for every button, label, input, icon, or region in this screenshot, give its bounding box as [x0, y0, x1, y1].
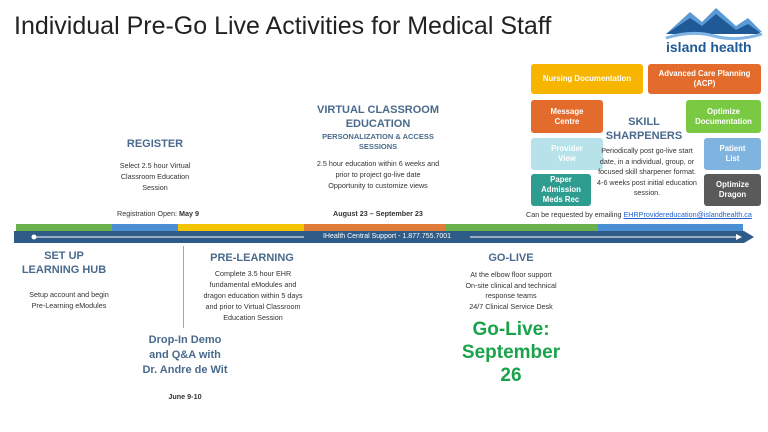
tile-paper-admission-meds-rec[interactable]: Paper Admission Meds Rec — [531, 174, 591, 206]
tile-optimize-documentation[interactable]: Optimize Documentation — [686, 100, 761, 133]
setup-heading: SET UP LEARNING HUB — [16, 249, 112, 277]
setup-heading-line: SET UP — [44, 250, 84, 262]
registration-open: Registration Open: May 9 — [88, 208, 228, 219]
timeline-segment-setup — [16, 224, 112, 232]
logo-text: island health — [666, 39, 752, 55]
setup-heading-line: LEARNING HUB — [21, 264, 107, 276]
virtual-line: prior to project go-live date — [335, 170, 421, 179]
tile-optimize-dragon[interactable]: Optimize Dragon — [704, 174, 761, 206]
central-support-label: IHealth Central Support - 1.877.755.7001 — [304, 232, 470, 242]
golive-line: 24/7 Clinical Service Desk — [469, 301, 553, 311]
tile-text: View — [558, 154, 576, 163]
virtual-classroom-heading: VIRTUAL CLASSROOM EDUCATION — [300, 103, 456, 131]
tile-text: Paper — [550, 175, 572, 184]
skill-sharpeners-heading: SKILL SHARPENERS — [604, 115, 684, 143]
golive-date-line: Go-Live: — [472, 319, 550, 340]
dropin-dates: June 9-10 — [168, 392, 202, 401]
prelearning-description: Complete 3.5 hour EHR fundamental eModul… — [186, 268, 320, 323]
tile-text: Optimize — [716, 180, 749, 189]
skill-request: Can be requested by emailing EHRProvider… — [526, 209, 766, 220]
skill-request-label: Can be requested by emailing — [526, 210, 622, 219]
register-line: Session — [142, 183, 168, 192]
setup-description: Setup account and begin Pre-Learning eMo… — [14, 289, 124, 311]
setup-line: Setup account and begin — [29, 290, 109, 299]
tile-text: Admission — [541, 185, 581, 194]
prelearning-divider — [183, 246, 184, 328]
skill-line: session. — [633, 188, 661, 197]
golive-line: response teams — [485, 291, 537, 300]
tile-text: Patient — [719, 144, 746, 153]
golive-date-line: 26 — [500, 365, 522, 386]
skill-request-email-link[interactable]: EHRProvidereducation@islandhealth.ca — [623, 210, 752, 219]
skill-line: 4-6 weeks post initial education — [597, 177, 697, 187]
prelearning-line: and prior to Virtual Classroom — [205, 302, 301, 311]
dropin-heading-line: Dr. Andre de Wit — [142, 364, 228, 376]
register-line: Classroom Education — [120, 172, 190, 181]
virtual-heading-line: VIRTUAL CLASSROOM — [316, 104, 440, 116]
tile-text: Provider — [551, 144, 583, 153]
register-heading: REGISTER — [126, 138, 184, 150]
virtual-line: Opportunity to customize views — [328, 181, 428, 190]
timeline-segment-prelearning — [178, 224, 304, 232]
tile-text: List — [725, 154, 740, 163]
dropin-heading-line: and Q&A with — [149, 349, 221, 361]
register-line: Select 2.5 hour Virtual — [119, 161, 191, 170]
setup-line: Pre-Learning eModules — [31, 301, 107, 310]
tile-advanced-care-planning[interactable]: Advanced Care Planning (ACP) — [648, 64, 761, 94]
tile-text: Dragon — [718, 190, 747, 199]
skill-line: Periodically post go-live start — [601, 146, 693, 155]
tile-provider-view[interactable]: Provider View — [531, 138, 603, 170]
skill-sharpeners-description: Periodically post go-live start date, in… — [592, 146, 702, 199]
virtual-sub-line: PERSONALIZATION & ACCESS — [322, 132, 434, 141]
timeline-segment-register — [112, 224, 178, 232]
tile-text: Meds Rec — [542, 195, 580, 204]
prelearning-line: fundamental eModules and — [209, 280, 297, 289]
tile-text: (ACP) — [693, 79, 716, 88]
tile-message-centre[interactable]: Message Centre — [531, 100, 603, 133]
dropin-heading-line: Drop-In Demo — [148, 334, 222, 346]
prelearning-line: Complete 3.5 hour EHR — [214, 269, 292, 278]
virtual-line: 2.5 hour education within 6 weeks and — [316, 159, 440, 168]
golive-date: Go-Live: September 26 — [446, 318, 576, 387]
virtual-sub-line: SESSIONS — [358, 142, 398, 151]
tile-nursing-documentation[interactable]: Nursing Documentation — [531, 64, 643, 94]
timeline-segment-golive — [446, 224, 598, 232]
registration-open-label: Registration Open: — [117, 209, 177, 218]
golive-heading: GO-LIVE — [488, 252, 534, 264]
golive-date-line: September — [461, 342, 561, 363]
timeline-segment-virtual — [304, 224, 446, 232]
mountain-logo-icon — [665, 8, 763, 41]
golive-description: At the elbow floor support On-site clini… — [446, 270, 576, 312]
dropin-heading: Drop-In Demo and Q&A with Dr. Andre de W… — [126, 333, 244, 378]
prelearning-line: Education Session — [223, 313, 283, 322]
skill-line: date, in a individual, group, or — [599, 156, 695, 166]
island-health-logo: island health — [662, 4, 766, 58]
golive-line: At the elbow floor support — [470, 270, 552, 279]
skill-heading-line: SKILL — [628, 116, 660, 128]
virtual-heading-line: EDUCATION — [345, 118, 411, 130]
virtual-subheading: PERSONALIZATION & ACCESS SESSIONS — [300, 132, 456, 152]
skill-line: focused skill sharpener format. — [598, 167, 696, 176]
tile-text: Centre — [554, 116, 580, 126]
register-description: Select 2.5 hour Virtual Classroom Educat… — [90, 160, 220, 193]
registration-open-date: May 9 — [178, 209, 199, 218]
virtual-dates: August 23 – September 23 — [333, 209, 423, 218]
golive-line: On-site clinical and technical — [465, 280, 557, 290]
virtual-description: 2.5 hour education within 6 weeks and pr… — [296, 158, 460, 191]
prelearning-line: dragon education within 5 days — [203, 291, 303, 300]
tile-text: Message — [550, 106, 584, 116]
tile-text: Optimize — [707, 106, 740, 116]
tile-text: Documentation — [695, 116, 752, 126]
page-title: Individual Pre-Go Live Activities for Me… — [14, 12, 552, 40]
tile-text: Advanced Care Planning — [658, 69, 751, 78]
tile-patient-list[interactable]: Patient List — [704, 138, 761, 170]
timeline-segment-skill — [598, 224, 743, 232]
prelearning-heading: PRE-LEARNING — [210, 252, 294, 264]
skill-heading-line: SHARPENERS — [605, 130, 683, 142]
